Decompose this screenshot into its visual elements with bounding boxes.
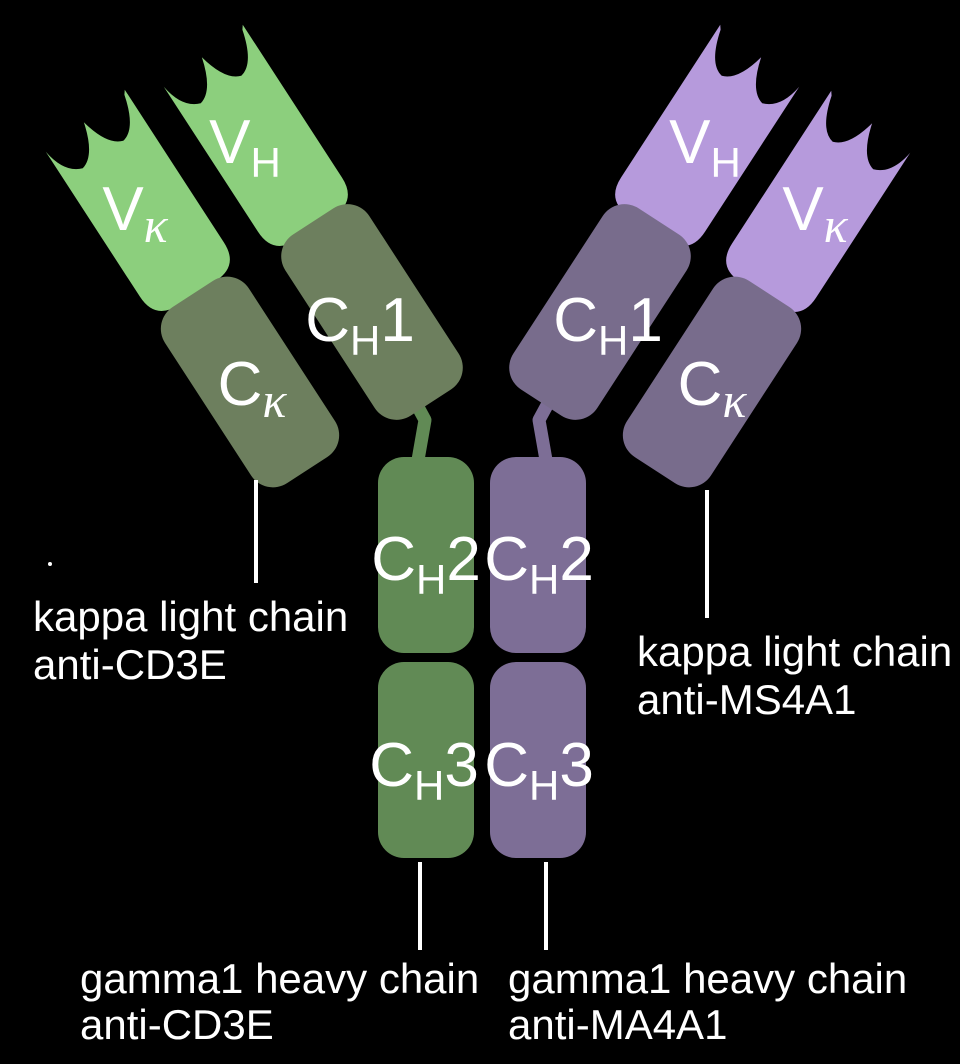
annotation-right-light-chain-line2: anti-MS4A1 [637,676,856,723]
domain-left-c-h1 [281,204,463,420]
annotation-left-light-chain-line1: kappa light chain [33,593,348,640]
domain-ch3-left [378,662,474,858]
label-ch3-right: CH3 [484,731,594,809]
label-right-v-kappa: Vκ [782,175,848,253]
annotation-left-light-chain-line2: anti-CD3E [33,641,227,688]
label-ch2-left: CH2 [371,525,481,603]
label-left-v-h: VH [209,108,281,186]
domain-ch2-left [378,457,474,653]
domain-right-c-h1 [509,204,691,420]
annotation-right-heavy-chain-line1: gamma1 heavy chain [508,955,907,1002]
label-ch2-right: CH2 [484,525,594,603]
label-right-c-kappa: Cκ [678,350,748,428]
annotation-right-heavy-chain-line2: anti-MA4A1 [508,1001,727,1048]
label-left-c-h1: CH1 [305,286,415,364]
domain-ch2-right [490,457,586,653]
domain-right-c-kappa [622,276,802,488]
annotation-left-heavy-chain-line1: gamma1 heavy chain [80,955,479,1002]
annotation-left-heavy-chain-line2: anti-CD3E [80,1001,274,1048]
label-left-c-kappa: Cκ [218,350,288,428]
label-right-c-h1: CH1 [553,286,663,364]
annotation-right-light-chain-line1: kappa light chain [637,628,952,675]
domain-ch3-right [490,662,586,858]
label-right-v-h: VH [669,108,741,186]
label-ch3-left: CH3 [369,731,479,809]
label-left-v-kappa: Vκ [102,175,168,253]
domain-left-c-kappa [160,276,340,488]
stray-dot [48,562,52,566]
